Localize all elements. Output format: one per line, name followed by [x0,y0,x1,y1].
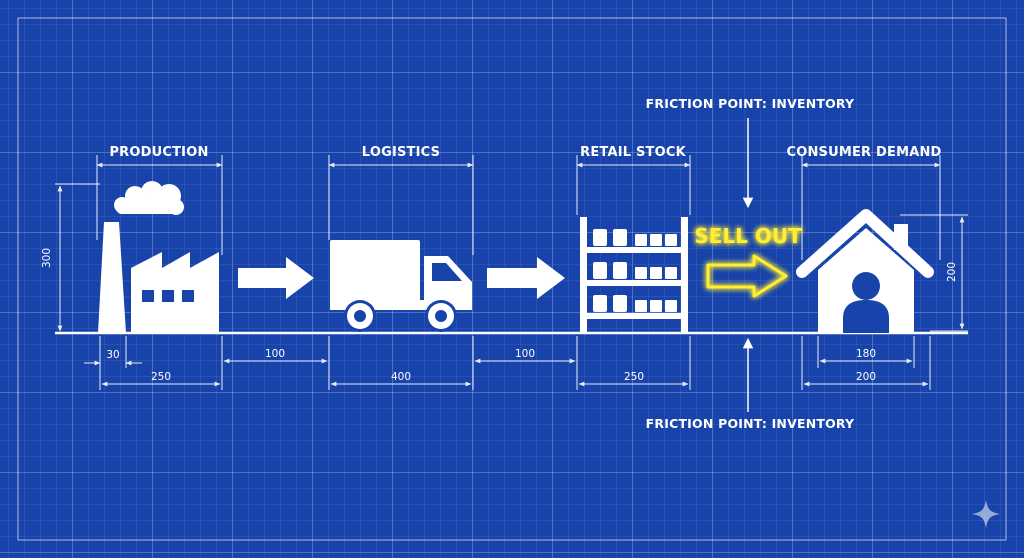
friction-bottom-label: FRICTION POINT: INVENTORY [646,416,855,431]
stage-label-text: RETAIL STOCK [580,145,686,160]
stage-label-text: PRODUCTION [109,145,208,160]
sparkle-icon [972,500,1000,528]
friction-point-top: FRICTION POINT: INVENTORY [646,96,855,209]
dim-truck-width: 400 [330,336,474,390]
svg-text:250: 250 [151,371,171,383]
dim-house-height: 200 [900,214,968,332]
stage-label-text: LOGISTICS [362,145,440,160]
dim-factory-height: 300 [41,183,100,332]
shelves-icon [580,217,688,333]
flow-arrow-1 [238,257,314,299]
dim-factory-width: 250 [101,336,223,390]
svg-text:200: 200 [946,262,958,282]
stage-label-production: PRODUCTION [96,145,223,255]
factory-icon [98,181,219,333]
svg-text:300: 300 [41,248,53,268]
friction-point-bottom: FRICTION POINT: INVENTORY [646,337,855,431]
stage-label-text: CONSUMER DEMAND [786,145,941,160]
house-person-icon [796,209,934,333]
frame-border [17,17,1007,541]
svg-text:100: 100 [515,348,535,360]
stage-label-logistics: LOGISTICS [328,145,474,255]
truck-icon [330,240,472,332]
svg-text:200: 200 [856,371,876,383]
dim-gap-2: 100 [474,336,578,390]
sell-out-label: SELL OUT [694,224,802,248]
svg-text:250: 250 [624,371,644,383]
friction-top-label: FRICTION POINT: INVENTORY [646,96,855,111]
dim-chimney-width: 30 [84,336,142,390]
dim-gap-1: 100 [223,336,330,390]
svg-text:400: 400 [391,371,411,383]
dim-shelves-width: 250 [578,336,691,390]
svg-text:100: 100 [265,348,285,360]
dim-house-width: 200 [801,336,931,390]
stage-label-retail: RETAIL STOCK [576,145,691,215]
sell-out-arrow [706,254,788,298]
stage-label-consumer: CONSUMER DEMAND [786,145,941,260]
dim-house-inner-width: 180 [817,336,915,368]
svg-text:180: 180 [856,348,876,360]
flow-arrow-2 [487,257,565,299]
svg-text:30: 30 [106,349,119,361]
